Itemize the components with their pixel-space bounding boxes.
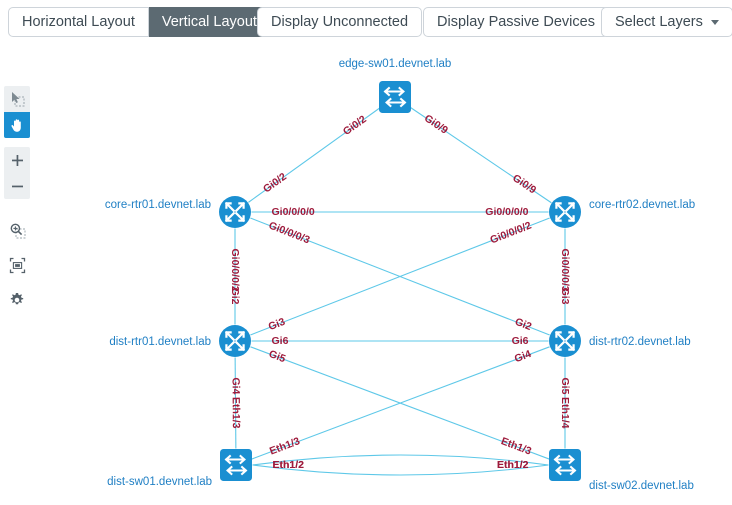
toolbar: Horizontal Layout Vertical Layout Displa… xyxy=(0,0,732,44)
settings-group xyxy=(4,287,30,313)
node-dist-sw02[interactable] xyxy=(546,446,584,484)
node-dist-sw01[interactable] xyxy=(217,446,255,484)
zoom-out-tool[interactable] xyxy=(4,173,30,199)
interface-label-dist-sw01-Eth1/3: Eth1/3 xyxy=(268,435,302,457)
interface-label-dist-rtr02-Gi3: Gi3 xyxy=(559,288,571,305)
fit-screen-icon xyxy=(9,257,25,273)
link-edge-sw01-core-rtr02[interactable] xyxy=(408,105,552,204)
hostname-label-dist-rtr01: dist-rtr01.devnet.lab xyxy=(109,336,211,348)
fit-to-screen-tool[interactable] xyxy=(4,252,30,278)
interface-label-core-rtr02-Gi0/0/0/3: Gi0/0/0/3 xyxy=(559,249,571,292)
node-edge-sw01[interactable] xyxy=(376,78,414,116)
zoom-in-tool[interactable] xyxy=(4,147,30,173)
horizontal-layout-button[interactable]: Horizontal Layout xyxy=(8,7,149,37)
interface-label-core-rtr01-Gi0/2: Gi0/2 xyxy=(261,171,289,196)
display-passive-devices-button[interactable]: Display Passive Devices xyxy=(423,7,609,37)
pointer-tool-group xyxy=(4,86,30,138)
interface-label-dist-sw02-Eth1/2: Eth1/2 xyxy=(497,459,529,471)
interface-label-dist-rtr01-Gi4: Gi4 xyxy=(230,377,242,394)
interface-label-core-rtr02-Gi0/0/0/2: Gi0/0/0/2 xyxy=(489,219,534,246)
interface-label-dist-rtr01-Gi2: Gi2 xyxy=(229,288,241,305)
interface-label-dist-rtr02-Gi5: Gi5 xyxy=(559,378,571,395)
interface-label-dist-sw01-Eth1/2: Eth1/2 xyxy=(273,459,305,471)
display-passive-devices-group: Display Passive Devices xyxy=(423,7,609,37)
interface-label-core-rtr02-Gi0/9: Gi0/9 xyxy=(510,172,538,196)
link-dist-rtr01-dist-sw01[interactable] xyxy=(234,357,237,449)
interface-label-dist-rtr02-Gi4: Gi4 xyxy=(513,348,533,365)
interface-label-dist-sw02-Eth1/2: Eth1/2 xyxy=(497,459,529,471)
zoom-region-group xyxy=(4,217,30,243)
select-pointer-tool[interactable] xyxy=(4,86,30,112)
link-edge-sw01-core-rtr01[interactable] xyxy=(248,106,382,203)
interface-label-core-rtr02-Gi0/0/0/0: Gi0/0/0/0 xyxy=(485,206,528,218)
node-core-rtr01[interactable] xyxy=(216,193,254,231)
cursor-select-icon xyxy=(12,92,25,107)
vertical-layout-button[interactable]: Vertical Layout xyxy=(148,7,271,37)
select-layers-dropdown[interactable]: Select Layers xyxy=(601,7,732,37)
link-core-rtr02-dist-rtr01[interactable] xyxy=(250,217,550,336)
minus-icon xyxy=(11,185,23,187)
link-dist-rtr02-dist-sw01[interactable] xyxy=(251,346,550,460)
hostname-labels-layer: edge-sw01.devnet.lab core-rtr01.devnet.la… xyxy=(105,58,695,492)
interface-label-core-rtr01-Gi0/0/0/2: Gi0/0/0/2 xyxy=(229,249,241,292)
display-unconnected-button[interactable]: Display Unconnected xyxy=(257,7,423,37)
select-layers-group: Select Layers xyxy=(601,7,732,37)
node-dist-rtr01[interactable] xyxy=(216,322,254,360)
interface-label-dist-sw01-Eth1/2: Eth1/2 xyxy=(273,459,305,471)
hostname-label-core-rtr02: core-rtr02.devnet.lab xyxy=(589,199,695,211)
hostname-label-core-rtr01: core-rtr01.devnet.lab xyxy=(105,199,211,211)
link-dist-sw01-dist-sw02[interactable] xyxy=(252,454,549,466)
interface-label-edge-sw01-Gi0/9: Gi0/9 xyxy=(422,112,450,136)
hostname-label-dist-sw02: dist-sw02.devnet.lab xyxy=(589,480,694,492)
interface-label-dist-rtr01-Gi6: Gi6 xyxy=(272,335,289,347)
interface-label-core-rtr01-Gi0/0/0/3: Gi0/0/0/3 xyxy=(267,219,312,246)
interface-label-dist-rtr02-Gi2: Gi2 xyxy=(513,316,533,333)
gear-icon xyxy=(10,293,24,305)
plus-icon xyxy=(11,154,23,166)
interface-label-dist-sw02-Eth1/4: Eth1/4 xyxy=(559,397,571,429)
hostname-label-dist-sw01: dist-sw01.devnet.lab xyxy=(107,476,212,488)
interface-label-dist-rtr01-Gi5: Gi5 xyxy=(267,348,287,365)
chevron-down-icon xyxy=(710,19,719,25)
node-core-rtr02[interactable] xyxy=(546,193,584,231)
display-unconnected-group: Display Unconnected xyxy=(257,7,423,37)
pan-tool[interactable] xyxy=(4,112,30,138)
link-dist-sw01-dist-sw02[interactable] xyxy=(252,464,549,476)
interface-label-edge-sw01-Gi0/2: Gi0/2 xyxy=(341,113,369,138)
magnifier-region-icon xyxy=(10,223,25,238)
settings-tool[interactable] xyxy=(4,287,30,313)
hand-pan-icon xyxy=(11,119,21,132)
hostname-label-dist-rtr02: dist-rtr02.devnet.lab xyxy=(589,336,691,348)
select-layers-label: Select Layers xyxy=(615,13,703,30)
interface-label-core-rtr01-Gi0/0/0/0: Gi0/0/0/0 xyxy=(272,206,315,218)
interface-label-dist-rtr02-Gi6: Gi6 xyxy=(512,335,529,347)
node-dist-rtr02[interactable] xyxy=(546,322,584,360)
hostname-label-edge-sw01: edge-sw01.devnet.lab xyxy=(339,58,452,70)
layout-button-group: Horizontal Layout Vertical Layout xyxy=(8,7,271,37)
zoom-buttons-group xyxy=(4,147,30,199)
interface-label-dist-rtr01-Gi3: Gi3 xyxy=(267,316,287,333)
nodes-layer xyxy=(216,78,584,484)
links-layer xyxy=(234,105,566,476)
fit-screen-group xyxy=(4,252,30,278)
interface-label-dist-sw01-Eth1/3: Eth1/3 xyxy=(230,397,242,429)
canvas-tool-rail xyxy=(4,86,30,313)
interface-label-dist-sw02-Eth1/3: Eth1/3 xyxy=(499,435,533,457)
zoom-to-region-tool[interactable] xyxy=(4,217,30,243)
